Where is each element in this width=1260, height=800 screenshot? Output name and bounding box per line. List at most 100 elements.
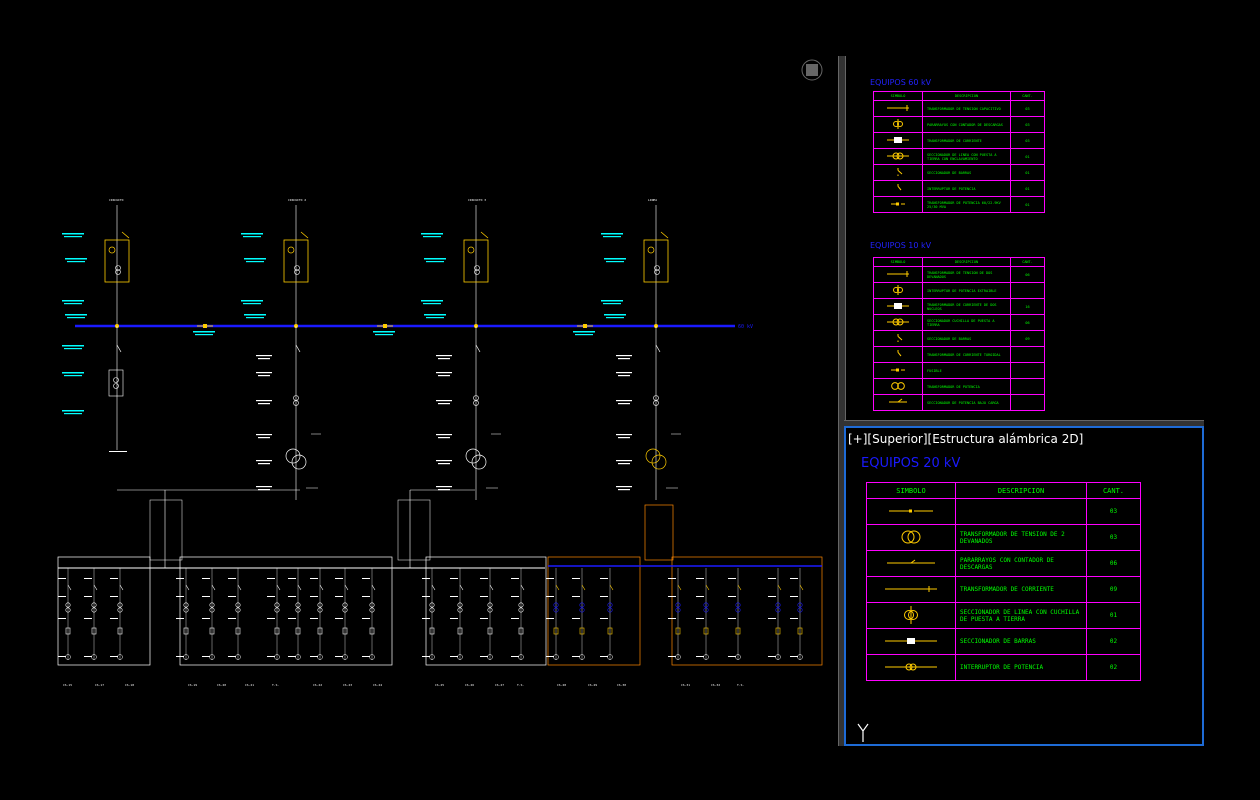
annotation-mark — [362, 618, 370, 619]
switch-icon — [677, 584, 682, 591]
ct-icon — [797, 607, 803, 613]
cubicle-label: CS-29 — [588, 683, 597, 687]
annotation-mark — [450, 578, 458, 579]
cubicle-label: CS-22 — [313, 683, 322, 687]
equipos-60-title: EQUIPOS 60 kV — [870, 78, 932, 87]
description-cell: INTERRUPTOR DE POTENCIA EXTRAIBLE — [922, 282, 1011, 299]
cubicle-label: CS-15 — [63, 683, 72, 687]
annotation-mark — [696, 656, 704, 657]
ct-icon — [675, 602, 681, 608]
annotation-mark — [436, 434, 452, 436]
annotation-mark — [423, 236, 441, 238]
ct-icon — [553, 607, 559, 613]
annotation-mark — [241, 300, 263, 302]
fuse-icon — [295, 627, 301, 635]
symbol-icon — [873, 100, 923, 117]
annotation-mark — [310, 618, 318, 619]
ct-icon — [607, 607, 613, 613]
annotation-mark — [64, 375, 82, 377]
annotation-mark — [310, 596, 318, 597]
annotation-mark — [62, 345, 84, 347]
table-row: PARARRAYOS CON CONTADOR DE DESCARGAS 06 — [866, 550, 1141, 577]
quantity-cell: 02 — [1086, 628, 1141, 655]
annotation-mark — [572, 596, 580, 597]
switch-icon — [581, 584, 586, 591]
switchgear-panel — [179, 556, 393, 666]
viewcube-icon[interactable]: S — [797, 58, 827, 87]
disconnect-switch-icon — [480, 231, 489, 239]
switch-icon — [609, 584, 614, 591]
annotation-mark — [176, 578, 184, 579]
table-row: SECCIONADOR DE BARRAS 09 — [873, 330, 1045, 347]
disconnect-switch-icon — [300, 231, 309, 239]
annotation-mark — [109, 451, 127, 452]
feeder-box — [463, 239, 489, 283]
viewport-divider-vertical[interactable] — [838, 56, 846, 746]
ct-icon — [429, 607, 435, 613]
breaker-icon — [475, 344, 481, 353]
symbol-icon — [866, 576, 956, 603]
annotation-mark — [422, 618, 430, 619]
cubicle-label: CS-25 — [435, 683, 444, 687]
quantity-cell: 03 — [1086, 524, 1141, 551]
ct-icon — [487, 602, 493, 608]
fuse-icon — [675, 627, 681, 635]
active-viewport-frame[interactable] — [844, 426, 1204, 746]
fuse-icon — [775, 627, 781, 635]
fuse-icon — [797, 627, 803, 635]
switchgear-panel — [425, 556, 547, 666]
ct-icon — [209, 602, 215, 608]
fuse-icon — [317, 627, 323, 635]
header-2: CANT. — [1010, 91, 1045, 101]
symbol-icon — [873, 180, 923, 197]
annotation-mark — [58, 618, 66, 619]
symbol-icon — [873, 346, 923, 363]
annotation-mark — [64, 413, 82, 415]
pt-icon — [113, 377, 119, 383]
symbol-icon — [866, 602, 956, 629]
ct-icon — [607, 602, 613, 608]
ct-icon — [579, 607, 585, 613]
ct-icon — [65, 602, 71, 608]
annotation-mark — [256, 434, 272, 436]
annotation-mark — [241, 233, 263, 235]
annotation-mark — [228, 618, 236, 619]
annotation-mark — [84, 596, 92, 597]
symbol-icon — [873, 116, 923, 133]
annotation-mark — [288, 618, 296, 619]
annotation-mark — [436, 460, 452, 462]
annotation-mark — [436, 486, 452, 488]
annotation-mark — [362, 656, 370, 657]
annotation-mark — [267, 578, 275, 579]
annotation-mark — [58, 578, 66, 579]
description-cell: TRANSFORMADOR DE CORRIENTE — [922, 132, 1011, 149]
annotation-mark — [616, 434, 632, 436]
bus-coupler-switch — [203, 324, 207, 328]
annotation-mark — [618, 375, 630, 377]
pt-icon — [113, 383, 119, 389]
description-cell — [955, 498, 1087, 525]
incomer-box — [644, 504, 674, 561]
annotation-mark — [728, 656, 736, 657]
annotation-mark — [423, 303, 441, 305]
annotation-mark — [64, 348, 82, 350]
switch-icon — [185, 584, 190, 591]
cubicle-label: CS-24 — [373, 683, 382, 687]
annotation-mark — [728, 596, 736, 597]
switch-icon — [489, 584, 494, 591]
annotation-mark — [267, 618, 275, 619]
annotation-mark — [243, 236, 261, 238]
cubicle-label: CS-32 — [711, 683, 720, 687]
ct-icon — [295, 607, 301, 613]
viewport-controls-label[interactable]: [+][Superior][Estructura alámbrica 2D] — [848, 432, 1084, 446]
annotation-mark — [422, 656, 430, 657]
annotation-mark — [450, 596, 458, 597]
annotation-mark — [668, 578, 676, 579]
annotation-mark — [511, 618, 519, 619]
fuse-icon — [553, 627, 559, 635]
annotation-mark — [58, 596, 66, 597]
annotation-mark — [696, 618, 704, 619]
